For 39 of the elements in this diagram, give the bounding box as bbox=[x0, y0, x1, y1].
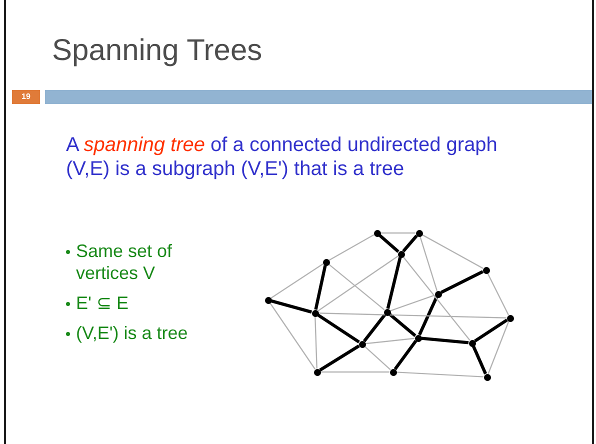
tree-edge bbox=[362, 314, 386, 342]
tree-edge bbox=[472, 346, 488, 374]
graph-edge bbox=[488, 321, 510, 374]
tree-edge bbox=[378, 234, 400, 253]
graph-edge bbox=[396, 372, 484, 378]
graph-edge bbox=[402, 256, 470, 341]
tree-edge bbox=[474, 318, 508, 342]
graph-edge bbox=[318, 255, 398, 312]
tree-edge bbox=[386, 257, 402, 309]
tree-edge bbox=[319, 344, 360, 372]
bullet-text: (V,E') is a tree bbox=[76, 322, 189, 344]
bullet-text: Same set of vertices V bbox=[76, 240, 174, 284]
graph-edge bbox=[328, 264, 385, 310]
tree-edge bbox=[317, 314, 360, 344]
graph-edge bbox=[422, 234, 484, 269]
graph-edge bbox=[419, 236, 438, 291]
definition-text: A spanning tree of a connected undirected graph (V,E) is a subgraph (V,E') that is a tree bbox=[66, 133, 498, 181]
tree-edge bbox=[270, 299, 312, 314]
tree-edge bbox=[394, 340, 418, 370]
graph-edge bbox=[380, 232, 416, 234]
graph-edge bbox=[365, 338, 415, 344]
slide-title: Spanning Trees bbox=[52, 36, 262, 66]
tree-edge bbox=[388, 313, 416, 337]
tree-edge bbox=[314, 265, 327, 310]
tree-edge bbox=[421, 336, 469, 344]
bullet-text: E' ⊆ E bbox=[76, 292, 130, 314]
tree-edge bbox=[440, 270, 484, 294]
tree-edge bbox=[418, 296, 438, 336]
graph-edge bbox=[320, 371, 390, 373]
graph-edge bbox=[487, 272, 509, 316]
graph-edge bbox=[270, 263, 324, 299]
graph-edge bbox=[364, 346, 391, 370]
graph-edge bbox=[269, 302, 316, 370]
graph-edge bbox=[328, 234, 374, 261]
graph-edge bbox=[390, 294, 435, 312]
graph-edge bbox=[318, 312, 507, 318]
slide-number-badge: 19 bbox=[12, 90, 40, 104]
graph-edge bbox=[314, 316, 318, 369]
tree-edge bbox=[402, 234, 418, 252]
